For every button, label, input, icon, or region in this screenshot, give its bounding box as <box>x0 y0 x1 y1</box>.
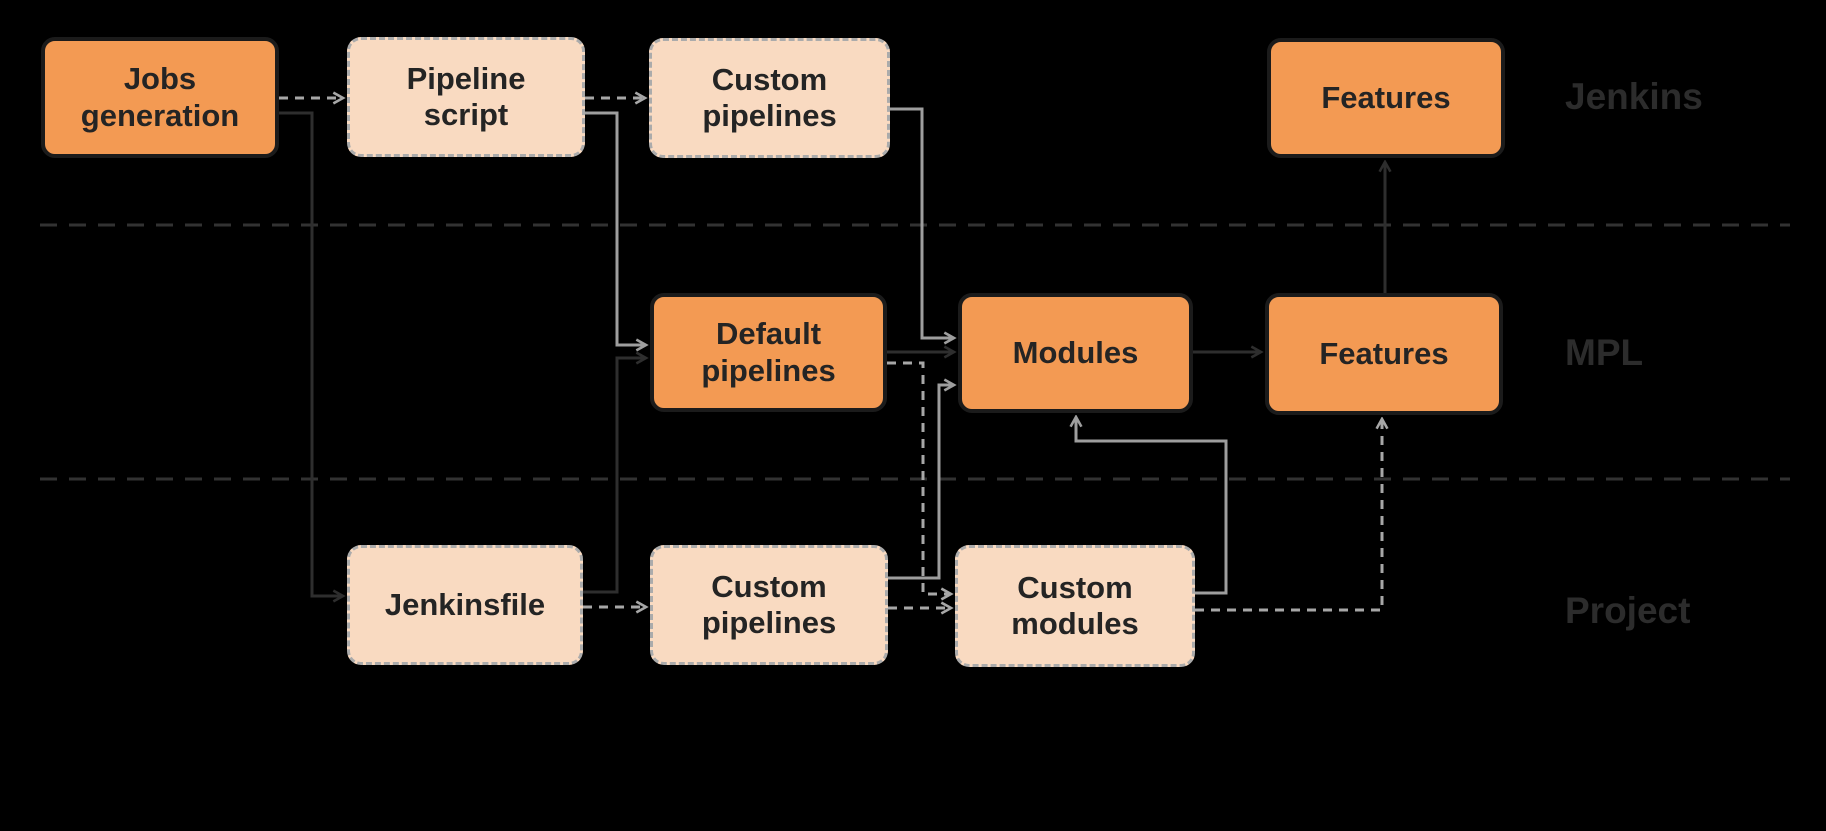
node-custom-modules: Custom modules <box>955 545 1195 667</box>
connector-pipeline-script-to-default-pipelines <box>585 111 645 345</box>
node-custom-pipelines-jenkins-label: Custom pipelines <box>702 61 837 133</box>
node-jenkinsfile-label: Jenkinsfile <box>384 586 546 622</box>
connector-jobs-generation-to-jenkinsfile <box>279 111 342 596</box>
node-features-mpl: Features <box>1265 293 1503 415</box>
node-default-pipelines-label: Default pipelines <box>701 316 836 388</box>
node-features-mpl-label: Features <box>1319 335 1449 371</box>
node-pipeline-script-label: Pipeline script <box>406 60 526 132</box>
connector-custom-pipelines-project-to-modules <box>888 385 953 580</box>
node-modules: Modules <box>958 293 1193 413</box>
node-default-pipelines: Default pipelines <box>650 293 887 412</box>
lane-label-mpl: MPL <box>1565 332 1644 373</box>
connector-default-pipelines-to-custom-modules <box>887 361 950 594</box>
node-custom-modules-label: Custom modules <box>1011 569 1139 641</box>
connector-custom-pipelines-jenkins-to-modules <box>890 107 953 338</box>
node-jobs-generation-label: Jobs generation <box>80 61 240 133</box>
node-jobs-generation: Jobs generation <box>41 37 279 158</box>
lane-label-jenkins: Jenkins <box>1565 76 1703 117</box>
connector-jenkinsfile-to-default-pipelines <box>583 358 645 594</box>
node-custom-pipelines-jenkins: Custom pipelines <box>649 38 890 158</box>
node-jenkinsfile: Jenkinsfile <box>347 545 583 665</box>
node-custom-pipelines-project: Custom pipelines <box>650 545 888 665</box>
node-custom-pipelines-project-label: Custom pipelines <box>701 568 837 640</box>
connector-custom-modules-to-features-mpl <box>1195 420 1382 612</box>
node-modules-label: Modules <box>1012 334 1139 370</box>
node-features-jenkins: Features <box>1267 38 1505 158</box>
lane-label-project: Project <box>1565 590 1691 631</box>
node-pipeline-script: Pipeline script <box>347 37 585 157</box>
connector-custom-modules-to-modules <box>1076 418 1228 595</box>
node-features-jenkins-label: Features <box>1321 79 1451 115</box>
